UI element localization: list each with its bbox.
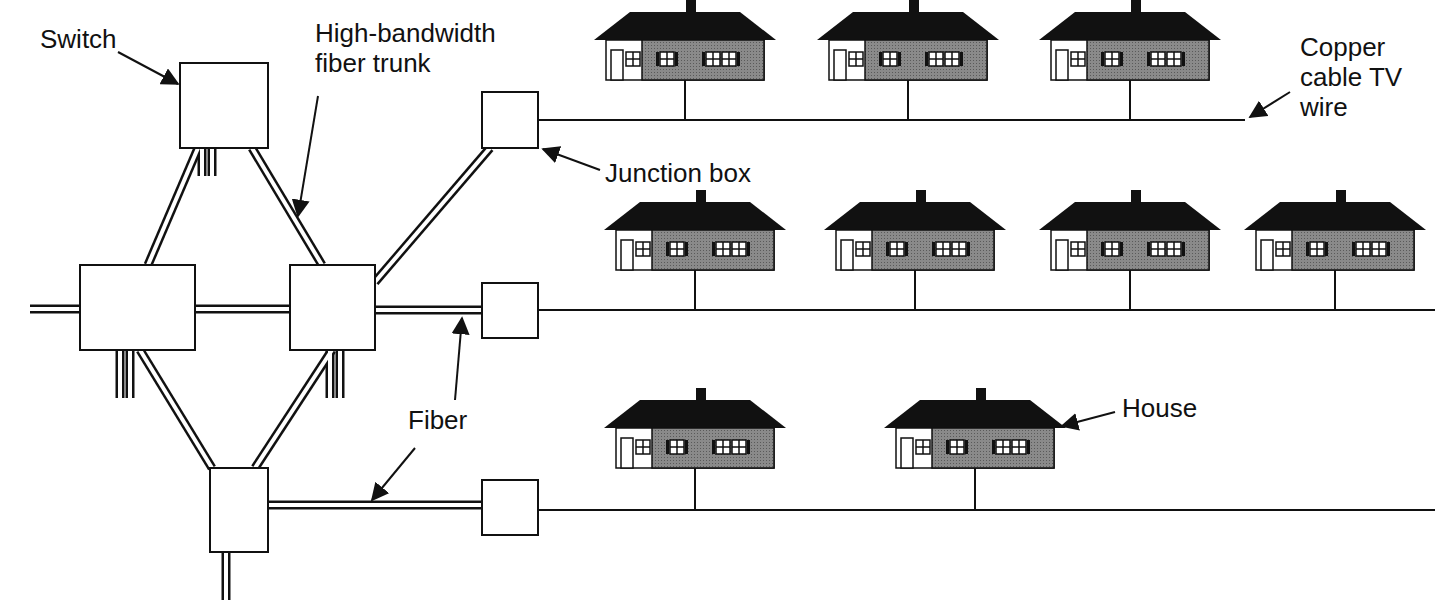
copper-wires bbox=[538, 80, 1435, 510]
junction-box-label: Junction box bbox=[605, 158, 775, 188]
switch-label: Switch bbox=[40, 24, 150, 54]
trunk-label: High-bandwidth fiber trunk bbox=[315, 18, 515, 78]
junction-boxes bbox=[482, 92, 538, 535]
copper-wire-label: Copper cable TV wire bbox=[1300, 32, 1440, 122]
leader-arrows bbox=[118, 52, 1290, 500]
switch-boxes bbox=[80, 63, 375, 552]
fiber-lines bbox=[30, 148, 490, 600]
house-label: House bbox=[1122, 393, 1222, 423]
fiber-label: Fiber bbox=[408, 405, 488, 435]
